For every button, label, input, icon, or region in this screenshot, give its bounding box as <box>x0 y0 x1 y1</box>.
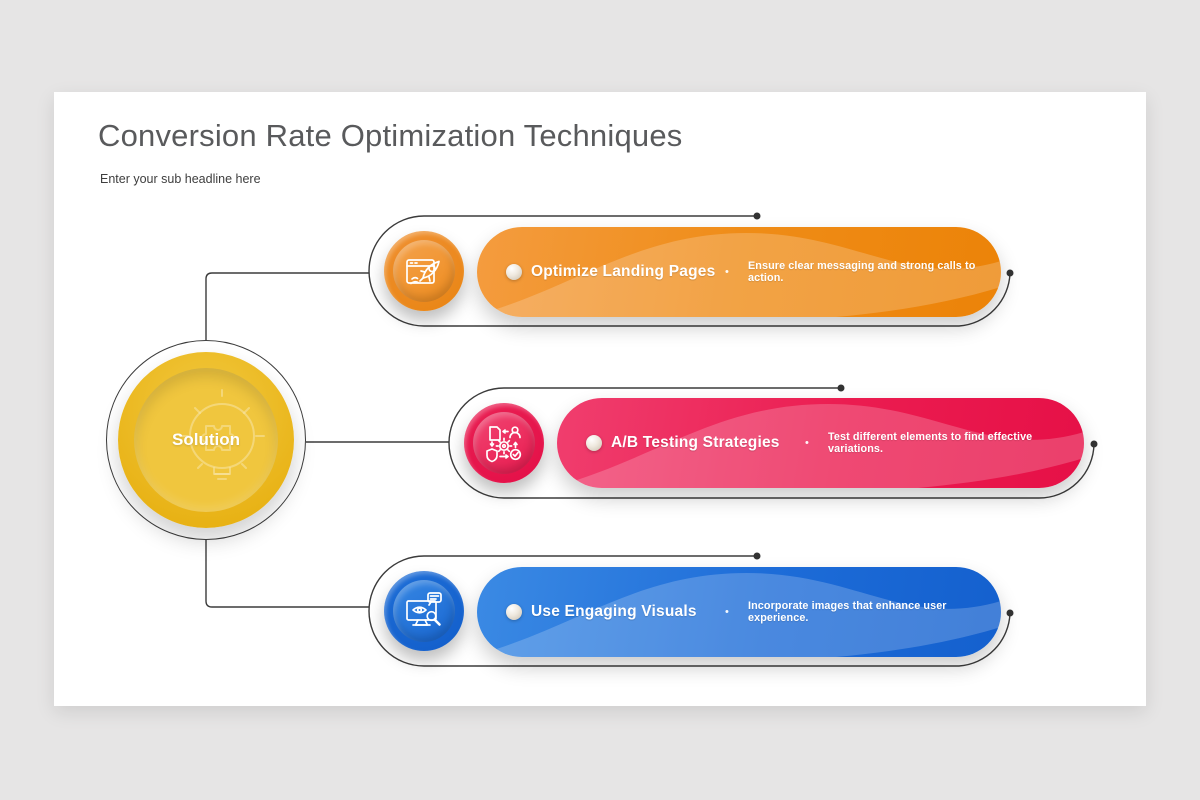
title-bullet <box>506 264 522 280</box>
center-node[interactable]: Solution <box>118 352 294 528</box>
desc-separator: • <box>805 437 809 449</box>
bar-description: Test different elements to find effectiv… <box>828 431 1033 455</box>
connector-dot <box>1006 269 1014 277</box>
title-bullet <box>586 435 602 451</box>
connector-dot <box>1090 440 1098 448</box>
item-3-icon-badge[interactable] <box>384 571 464 651</box>
item-2-icon-badge[interactable] <box>464 403 544 483</box>
center-node-inner: Solution <box>134 368 278 512</box>
rocket-launch-browser-icon <box>406 259 440 285</box>
bar-description: Incorporate images that enhance user exp… <box>748 600 947 624</box>
page-subtitle: Enter your sub headline here <box>100 172 261 186</box>
connector-top <box>205 272 369 340</box>
presentation-slide: Conversion Rate Optimization Techniques … <box>54 92 1146 706</box>
bar-description: Ensure clear messaging and strong calls … <box>748 260 976 284</box>
bar-title: Optimize Landing Pages <box>531 263 716 280</box>
item-1-icon-badge[interactable] <box>384 231 464 311</box>
lightbulb-puzzle-icon <box>179 389 265 480</box>
item-2-icon-inner <box>473 412 535 474</box>
connector-dot <box>753 552 761 560</box>
item-1-icon-inner <box>393 240 455 302</box>
item-3-bar[interactable]: Use Engaging Visuals • Incorporate image… <box>477 567 1001 657</box>
page-title: Conversion Rate Optimization Techniques <box>98 118 683 153</box>
connector-dot <box>837 384 845 392</box>
title-bullet <box>506 604 522 620</box>
bar-title: Use Engaging Visuals <box>531 603 697 620</box>
connector-dot <box>1006 609 1014 617</box>
visual-search-monitor-icon <box>406 592 442 626</box>
item-3-icon-inner <box>393 580 455 642</box>
ab-testing-workflow-icon <box>486 426 522 463</box>
item-2-bar[interactable]: A/B Testing Strategies • Test different … <box>557 398 1084 488</box>
desc-separator: • <box>725 266 729 278</box>
center-node-label: Solution <box>172 430 240 449</box>
desc-separator: • <box>725 606 729 618</box>
connector-bottom <box>205 540 369 608</box>
connector-dot <box>753 212 761 220</box>
item-1-bar[interactable]: Optimize Landing Pages • Ensure clear me… <box>477 227 1001 317</box>
bar-title: A/B Testing Strategies <box>611 434 780 451</box>
